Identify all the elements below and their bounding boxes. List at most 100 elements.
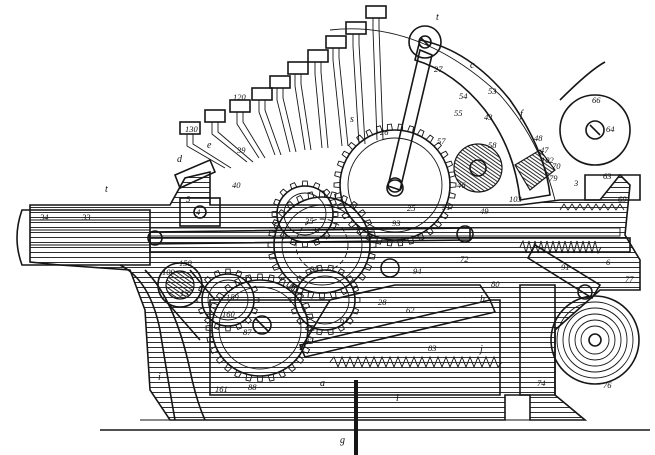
gear-tooth [448, 192, 456, 199]
right-opening [519, 284, 556, 396]
label-number: 157 [180, 288, 194, 298]
key-stem [352, 34, 366, 145]
label-letter: f [520, 109, 524, 120]
label-number: 103 [509, 194, 522, 204]
gear-tooth [256, 375, 264, 383]
label-number: 87 [243, 327, 252, 337]
label-number: 61 [340, 315, 349, 325]
lever-27 [387, 48, 433, 192]
gear-tooth [307, 290, 315, 299]
key-stem [276, 88, 297, 153]
key-stem [372, 18, 384, 141]
key-stem [294, 74, 312, 151]
gear-tooth [271, 210, 278, 218]
label-number: 66 [592, 95, 601, 105]
gear-tooth [296, 275, 305, 284]
label-number: 62 [406, 305, 415, 315]
gear-tooth [444, 160, 454, 169]
gear-tooth [334, 171, 342, 178]
label-number: 49 [480, 206, 489, 216]
label-number: 39 [236, 145, 246, 155]
gear-tooth [348, 219, 357, 229]
gear-tooth [224, 268, 232, 275]
key-stem [211, 122, 254, 163]
key-cap [179, 121, 201, 135]
gear-tooth [277, 209, 287, 218]
gear-tooth [365, 128, 374, 138]
gear-tooth [439, 211, 449, 220]
label-number: 91 [561, 262, 570, 272]
label-letter: d [177, 154, 183, 165]
label-number: 76 [603, 380, 612, 390]
gear-tooth [215, 355, 225, 364]
left-bed-inner [30, 219, 150, 246]
gear-tooth [433, 219, 442, 229]
gear-tooth [334, 192, 342, 199]
gear-tooth [286, 200, 295, 210]
label-number: 30 [309, 264, 319, 274]
gear-tooth [271, 262, 281, 271]
gear-tooth [296, 316, 305, 325]
gear-tooth [289, 182, 298, 190]
label-number: 3 [573, 178, 578, 188]
gear-tooth [268, 252, 277, 260]
rack-3 [559, 203, 625, 211]
gear-tooth [279, 231, 288, 240]
left-leg-inner [144, 269, 206, 421]
key-cap [269, 75, 291, 89]
label-number: 161 [215, 384, 228, 394]
label-letter: i [158, 372, 161, 383]
label-number: 6 [606, 257, 611, 267]
key-cap [345, 21, 367, 35]
key-stem [314, 62, 329, 149]
gear-tooth [305, 335, 314, 343]
label-number: 48 [534, 133, 543, 143]
gear-tooth [349, 280, 358, 290]
gear-tooth [333, 181, 341, 189]
gear-tooth [327, 264, 334, 272]
left-mechanism-109 [157, 262, 216, 341]
gear-tooth [341, 211, 351, 220]
spool-76 [550, 295, 640, 385]
label-number: 79 [549, 173, 558, 183]
gear-tooth [234, 277, 243, 287]
gear-tooth [305, 268, 313, 277]
gear-tooth [397, 238, 404, 247]
gear-tooth [267, 274, 275, 283]
label-letter: e [207, 140, 212, 151]
label-number: 25 [407, 203, 416, 213]
label-number: 77 [625, 274, 634, 284]
label-number: 47 [540, 145, 549, 155]
gear-tooth [449, 181, 457, 189]
gear-tooth [337, 323, 345, 332]
label-letter: l [396, 393, 399, 404]
label-number: 34 [39, 212, 49, 222]
pointer-g [354, 380, 358, 455]
gear-tooth [295, 292, 305, 301]
gear-tooth [234, 369, 243, 379]
gear-tooth [307, 324, 315, 332]
gear-tooth [250, 306, 258, 315]
gear-tooth [367, 230, 376, 238]
gear-tooth [256, 273, 264, 281]
gear-tooth [386, 123, 393, 132]
gear-tooth [290, 307, 299, 315]
label-number: 150 [179, 258, 193, 268]
label-number: 35 [304, 216, 314, 226]
gear-tooth [356, 226, 365, 236]
gear-tooth [349, 200, 358, 210]
gear-tooth [357, 272, 367, 281]
label-number: 46 [457, 180, 466, 190]
gear-tooth [213, 270, 222, 278]
gear-tooth [253, 296, 260, 304]
gear-tooth [386, 238, 393, 247]
key-cap [325, 35, 347, 49]
left-leg [119, 264, 176, 421]
lever-27-pivot [386, 179, 404, 197]
lever-80 [526, 243, 602, 300]
gear-tooth [296, 286, 305, 296]
block-48 [514, 149, 556, 191]
gear-tooth [425, 134, 434, 144]
lever-arm [299, 299, 331, 351]
gear-tooth [277, 277, 286, 287]
